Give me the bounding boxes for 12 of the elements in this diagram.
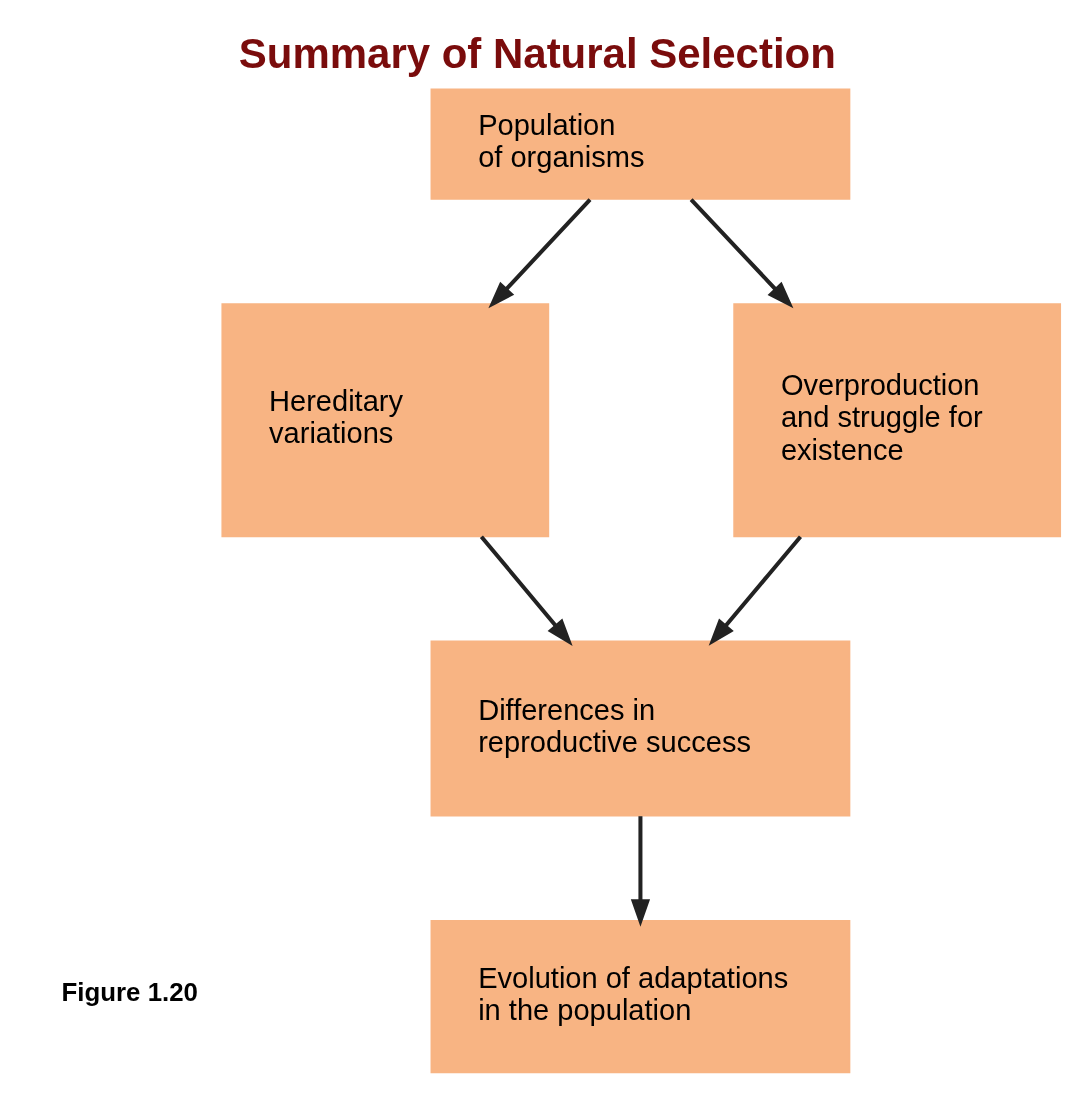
node-box: Overproduction and struggle for existence bbox=[733, 302, 1062, 537]
caption: Figure 1.20 bbox=[61, 977, 198, 1006]
node-box: Population of organisms bbox=[430, 87, 851, 200]
arrow bbox=[488, 197, 592, 308]
arrow bbox=[689, 197, 794, 308]
arrow bbox=[630, 815, 651, 927]
node-box: Differences in reproductive success bbox=[430, 640, 851, 817]
node-box: Evolution of adaptations in the population bbox=[430, 919, 851, 1073]
arrow bbox=[479, 534, 573, 646]
arrow bbox=[708, 534, 803, 646]
node-box: Hereditary variations bbox=[221, 302, 550, 537]
diagram-title: Summary of Natural Selection bbox=[238, 29, 836, 77]
